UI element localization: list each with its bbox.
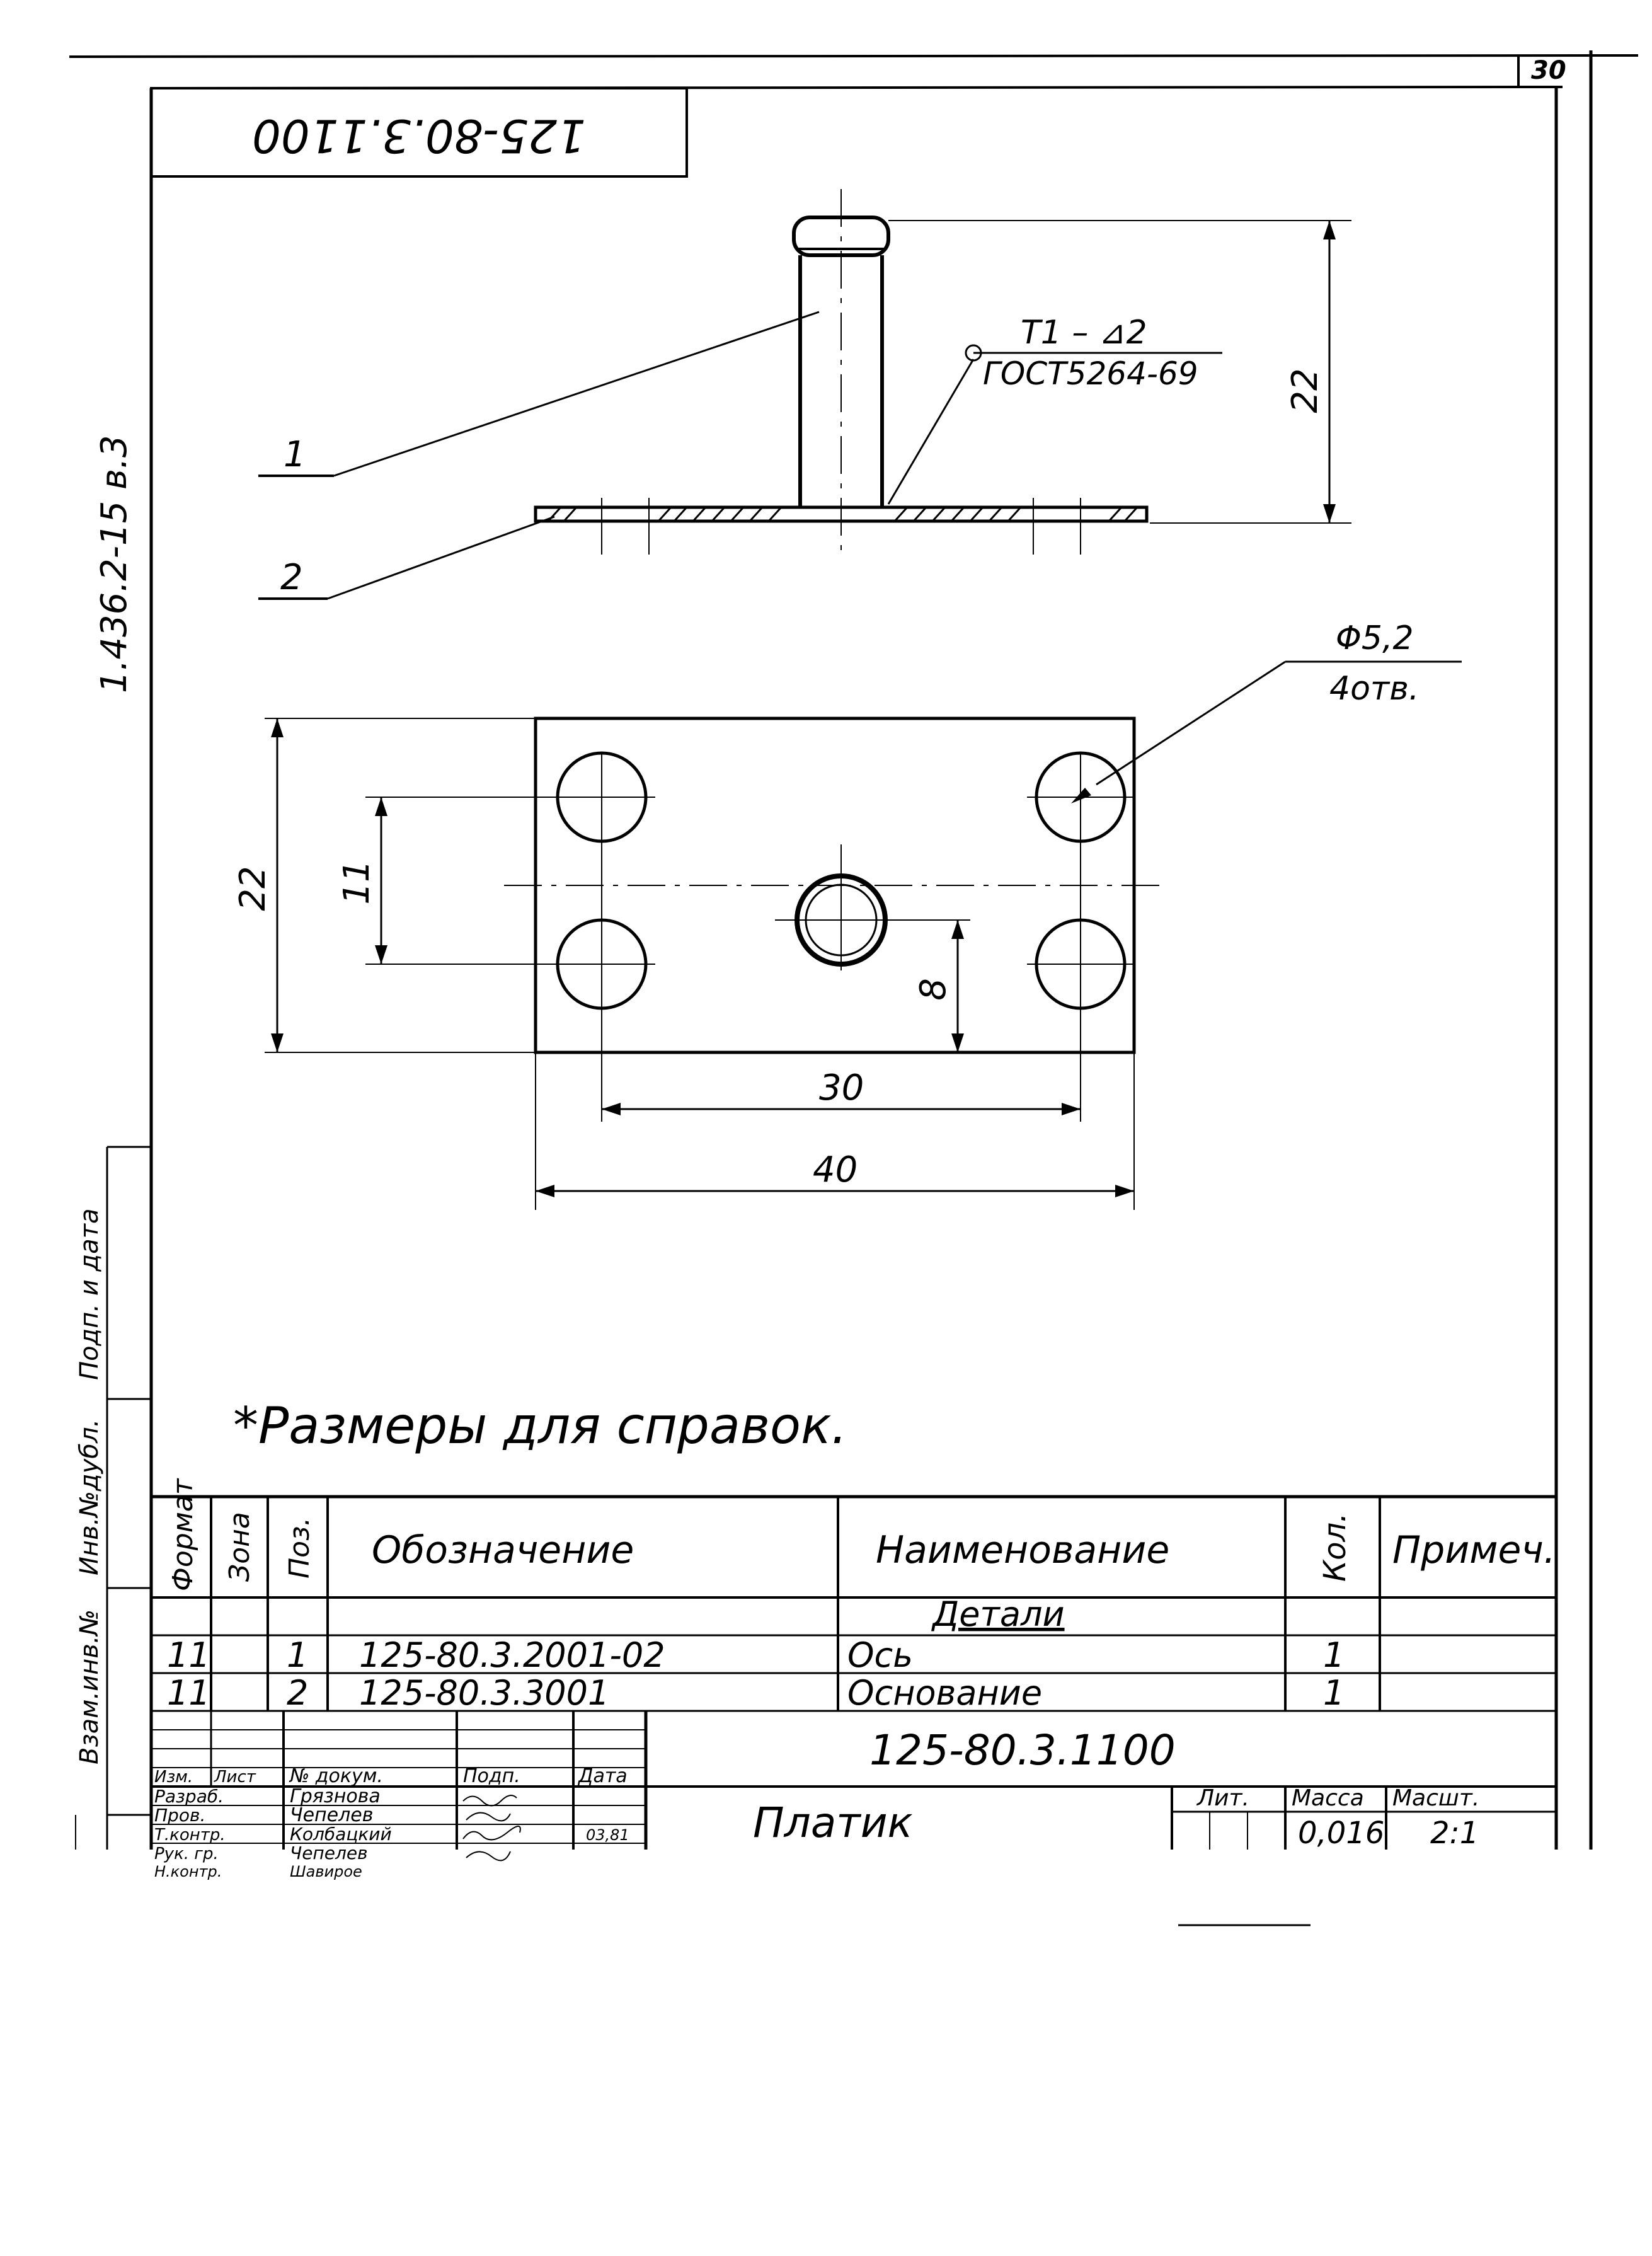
series-code: 1.436.2-15 в.3 xyxy=(94,435,135,693)
mounting-hole xyxy=(556,918,648,1010)
section-title: Детали xyxy=(931,1594,1065,1634)
plate-height-dimension: 22 xyxy=(232,866,273,911)
part-leader-2: 2 xyxy=(280,557,303,598)
table-row-2-name: Основание xyxy=(847,1673,1042,1713)
header-name: Наименование xyxy=(876,1528,1169,1572)
header-format: Формат xyxy=(167,1478,199,1591)
tb-header-doc-no: № докум. xyxy=(289,1765,383,1787)
tb-scale-value: 2:1 xyxy=(1430,1816,1479,1851)
mounting-hole xyxy=(556,751,648,843)
tb-header-date: Дата xyxy=(577,1765,628,1787)
mounting-hole xyxy=(1035,918,1127,1010)
tb-role-group-lead: Рук. гр. xyxy=(154,1845,219,1863)
header-zone: Зона xyxy=(224,1512,256,1582)
table-row-2-format: 11 xyxy=(167,1673,210,1713)
tb-name-developer: Грязнова xyxy=(290,1785,381,1807)
tb-mass-value: 0,016 xyxy=(1298,1816,1384,1851)
header-pos: Поз. xyxy=(284,1517,316,1579)
part-leader-1: 1 xyxy=(284,434,306,475)
side-view: 22 1 2 Т1 – ⊿2 ГОСТ5264-69 xyxy=(258,189,1351,600)
tb-header-signature: Подп. xyxy=(463,1765,520,1787)
tb-part-name: Платик xyxy=(753,1798,913,1847)
frame: 30 125-80.3.1100 1.436.2-15 в.3 xyxy=(69,50,1639,1850)
plate-width-dimension: 40 xyxy=(813,1149,858,1190)
margin-label-duplicate: Инв.№дубл. xyxy=(75,1419,104,1575)
header-designation: Обозначение xyxy=(372,1528,634,1572)
reference-note: *Размеры для справок. xyxy=(233,1396,847,1455)
tb-role-developer: Разраб. xyxy=(154,1786,224,1807)
tb-role-tech-control: Т.контр. xyxy=(154,1826,226,1845)
header-qty: Кол. xyxy=(1317,1513,1353,1582)
top-view: 22 11 8 30 40 Φ5,2 4отв. xyxy=(232,619,1462,1210)
rotated-doc-code: 125-80.3.1100 xyxy=(252,109,586,162)
table-row-1-pos: 1 xyxy=(287,1635,308,1675)
tb-doc-number: 125-80.3.1100 xyxy=(869,1726,1176,1775)
mounting-hole xyxy=(1035,751,1127,843)
tb-header-change: Изм. xyxy=(154,1768,193,1787)
tb-name-group-lead: Чепелев xyxy=(290,1843,368,1863)
table-row-2-qty: 1 xyxy=(1323,1673,1345,1713)
hole-spacing-vertical-dimension: 11 xyxy=(336,860,377,904)
tb-header-sheet: Лист xyxy=(214,1768,256,1787)
table-row-1-name: Ось xyxy=(847,1635,913,1675)
weld-symbol: Т1 – ⊿2 xyxy=(1021,314,1147,352)
table-row-2-pos: 2 xyxy=(287,1673,308,1713)
tb-role-checker: Пров. xyxy=(154,1805,205,1826)
tb-name-checker: Чепелев xyxy=(290,1804,373,1826)
table-row-1-designation: 125-80.3.2001-02 xyxy=(359,1635,665,1675)
tb-scale-label: Масшт. xyxy=(1392,1785,1479,1811)
title-block: Изм. Лист № докум. Подп. Дата Разраб. Гр… xyxy=(149,1711,1556,1880)
height-dimension: 22 xyxy=(1285,368,1326,413)
tb-role-norm-control: Н.контр. xyxy=(154,1863,222,1880)
specification-table: Формат Зона Поз. Обозначение Наименовани… xyxy=(151,1478,1556,1713)
hole-callout-count: 4отв. xyxy=(1329,670,1419,708)
hole-spacing-horizontal-dimension: 30 xyxy=(819,1068,864,1108)
tb-name-norm-control: Шавирое xyxy=(290,1863,362,1880)
tb-lit-label: Лит. xyxy=(1196,1785,1249,1811)
tb-mass-label: Масса xyxy=(1292,1785,1364,1811)
left-margin-strip: Взам.инв.№ Инв.№дубл. Подп. и дата xyxy=(75,1146,151,1850)
section-hatching xyxy=(547,506,1139,522)
tb-date-tech-control: 03,81 xyxy=(586,1826,629,1844)
weld-standard: ГОСТ5264-69 xyxy=(983,355,1198,392)
axis-offset-dimension: 8 xyxy=(913,978,954,1001)
tb-name-tech-control: Колбацкий xyxy=(290,1824,392,1845)
table-row-1-qty: 1 xyxy=(1323,1635,1345,1675)
table-row-1-format: 11 xyxy=(167,1635,210,1675)
page-number: 30 xyxy=(1531,56,1566,85)
margin-label-signature: Подп. и дата xyxy=(75,1209,104,1380)
margin-label-replaced: Взам.инв.№ xyxy=(75,1609,104,1764)
table-row-2-designation: 125-80.3.3001 xyxy=(359,1673,609,1713)
hole-callout-diameter: Φ5,2 xyxy=(1336,619,1414,657)
header-note: Примеч. xyxy=(1392,1528,1556,1572)
signatures xyxy=(462,1795,521,1862)
